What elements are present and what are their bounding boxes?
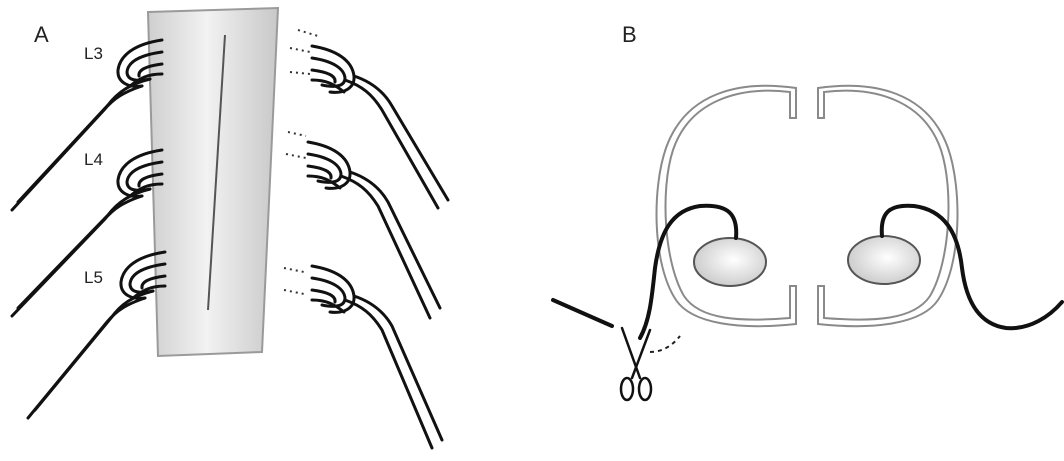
left-nerve-stub bbox=[553, 300, 612, 326]
right-root-l4 bbox=[308, 142, 440, 318]
spinal-plate bbox=[148, 8, 278, 356]
level-label-l4: L4 bbox=[84, 150, 103, 170]
right-ganglion bbox=[848, 236, 920, 284]
panel-a-label: A bbox=[34, 22, 49, 48]
panel-b-diagram bbox=[553, 86, 1062, 400]
level-label-l5: L5 bbox=[84, 268, 103, 288]
cut-dashes bbox=[650, 336, 680, 352]
left-ganglion bbox=[694, 238, 766, 286]
level-label-l3: L3 bbox=[84, 44, 103, 64]
panel-a-diagram bbox=[12, 8, 448, 448]
nerve-fibers bbox=[553, 206, 1062, 338]
panel-b-label: B bbox=[622, 22, 637, 48]
scissors-icon bbox=[621, 328, 651, 400]
right-root-l5 bbox=[312, 266, 442, 448]
